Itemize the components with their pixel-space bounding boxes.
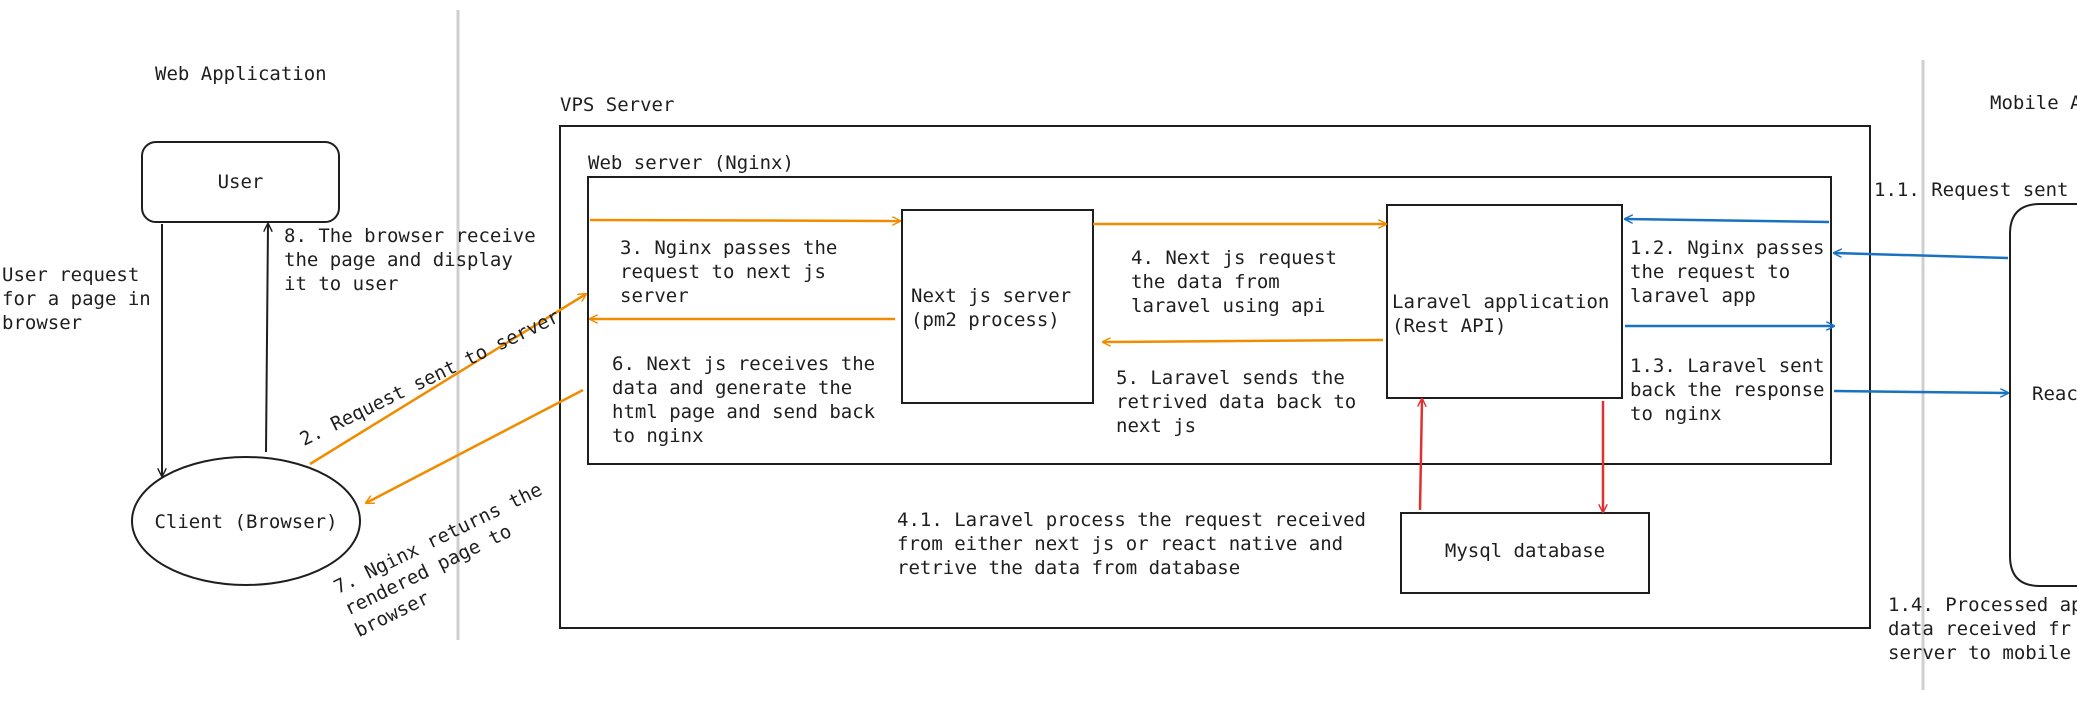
nextjs-box bbox=[901, 209, 1094, 404]
nginx-box bbox=[587, 176, 1832, 465]
section-web-application: Web Application bbox=[155, 63, 327, 85]
arrow-mysql-to-laravel bbox=[1420, 399, 1422, 511]
client-ellipse bbox=[131, 456, 361, 586]
arrow-step1-3-outer bbox=[1833, 391, 2008, 393]
arrow-step2 bbox=[309, 294, 586, 466]
laravel-box bbox=[1386, 204, 1623, 399]
section-mobile-app: Mobile A bbox=[1990, 92, 2077, 114]
react-box-label: Reac bbox=[2032, 383, 2077, 405]
mysql-box-label: Mysql database bbox=[1444, 540, 1606, 562]
vps-server-box bbox=[559, 125, 1871, 629]
label-step1-4: 1.4. Processed ap data received fr serve… bbox=[1888, 594, 2077, 664]
label-step4: 4. Next js request the data from laravel… bbox=[1131, 247, 1337, 317]
arrow-client-to-user bbox=[266, 224, 268, 453]
arrow-step7 bbox=[366, 388, 584, 503]
section-vps-server: VPS Server bbox=[560, 94, 675, 116]
mysql-box bbox=[1400, 512, 1650, 594]
label-step4-1: 4.1. Laravel process the request receive… bbox=[897, 509, 1366, 579]
label-step1-1: 1.1. Request sent bbox=[1874, 179, 2069, 201]
client-box-label: Client (Browser) bbox=[154, 511, 338, 533]
label-step3: 3. Nginx passes the request to next js s… bbox=[620, 237, 838, 307]
label-step8: 8. The browser receive the page and disp… bbox=[284, 225, 536, 295]
label-step1-3: 1.3. Laravel sent back the response to n… bbox=[1630, 355, 1825, 425]
laravel-box-label: Laravel application (Rest API) bbox=[1392, 291, 1610, 337]
react-native-box bbox=[2009, 203, 2077, 587]
nginx-box-label: Web server (Nginx) bbox=[588, 152, 794, 174]
arrow-step1-1 bbox=[1834, 253, 2009, 260]
label-step1-2: 1.2. Nginx passes the request to laravel… bbox=[1630, 237, 1825, 307]
arrow-step5 bbox=[1103, 340, 1384, 342]
label-step6: 6. Next js receives the data and generat… bbox=[612, 353, 876, 447]
nextjs-box-label: Next js server (pm2 process) bbox=[911, 285, 1072, 331]
arrow-step1-2 bbox=[1625, 219, 1830, 222]
user-box bbox=[141, 141, 340, 223]
arrow-step3 bbox=[589, 220, 900, 221]
label-step5: 5. Laravel sends the retrived data back … bbox=[1116, 367, 1357, 437]
user-box-label: User bbox=[217, 171, 264, 193]
label-user-request: User request for a page in browser bbox=[2, 264, 151, 334]
